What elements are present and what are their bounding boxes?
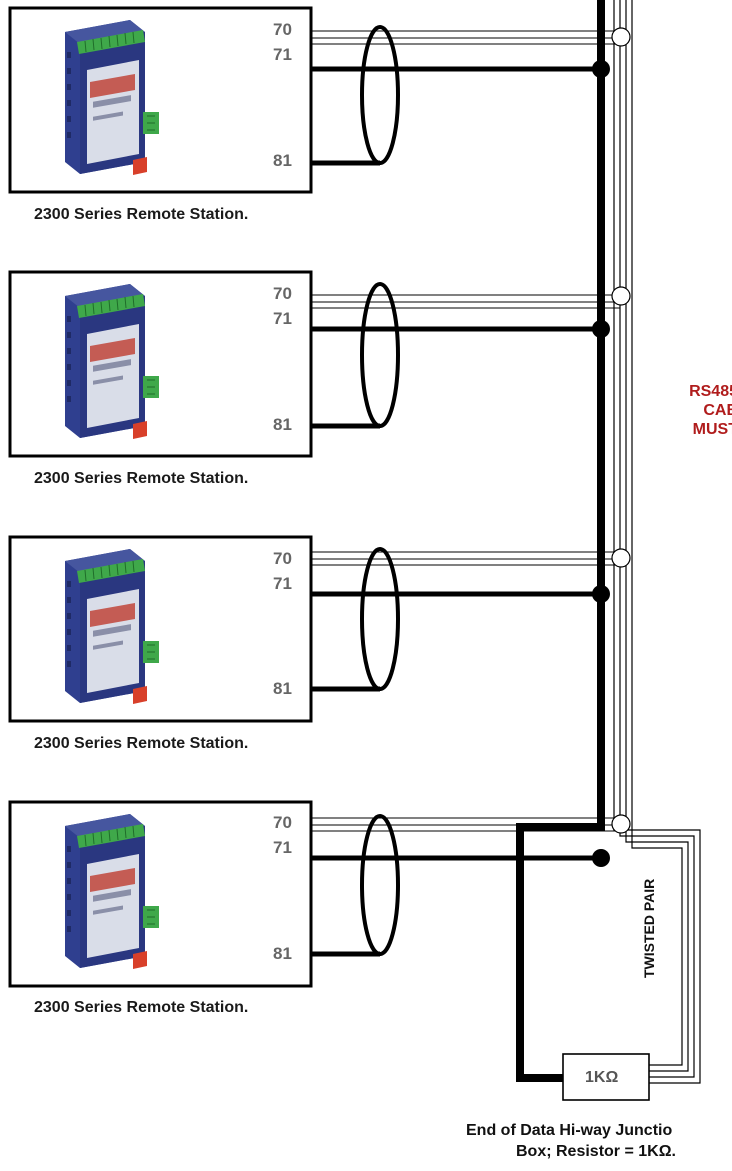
junction-caption-line-1: End of Data Hi-way Junctio [466,1122,673,1139]
device-image-2 [64,283,160,440]
terminal-81-station-3: 81 [273,679,292,698]
terminal-70-station-2: 70 [273,284,292,303]
terminal-71-station-4: 71 [273,838,292,857]
terminal-70-station-1: 70 [273,20,292,39]
device-image-3 [64,548,160,705]
resistor-label: 1KΩ [585,1069,619,1086]
station-1-wiring [311,25,631,166]
junction-ring-1 [611,27,631,47]
station-4-wiring [311,814,631,957]
terminal-71-station-1: 71 [273,45,292,64]
station-box-3 [8,535,313,723]
station-label-2: 2300 Series Remote Station. [34,470,249,487]
junction-caption: End of Data Hi-way Junctio Box; Resistor… [466,1120,732,1162]
station-label-1: 2300 Series Remote Station. [34,206,249,223]
junction-dot-1 [592,60,610,78]
terminal-81-station-1: 81 [273,151,292,170]
twisted-pair-cable [613,0,701,1084]
terminal-70-station-3: 70 [273,549,292,568]
rs485-line-1: RS485 [689,383,732,400]
terminal-70-station-4: 70 [273,813,292,832]
station-box-4 [8,800,313,988]
junction-caption-line-2: Box; Resistor = 1KΩ. [516,1143,676,1160]
terminal-71-station-3: 71 [273,574,292,593]
station-3-wiring [311,547,631,692]
terminal-81-station-4: 81 [273,944,292,963]
station-label-4: 2300 Series Remote Station. [34,999,249,1016]
resistor-box [562,1053,650,1101]
device-image-1 [64,19,160,176]
station-box-2 [8,270,313,458]
device-image-4 [64,813,160,970]
terminal-81-station-2: 81 [273,415,292,434]
station-label-3: 2300 Series Remote Station. [34,735,249,752]
station-2-wiring [311,282,631,429]
twisted-pair-label: TWISTED PAIR [641,878,657,978]
rs485-line-2: CAB [703,402,732,419]
terminal-71-station-2: 71 [273,309,292,328]
station-box-1 [8,6,313,194]
